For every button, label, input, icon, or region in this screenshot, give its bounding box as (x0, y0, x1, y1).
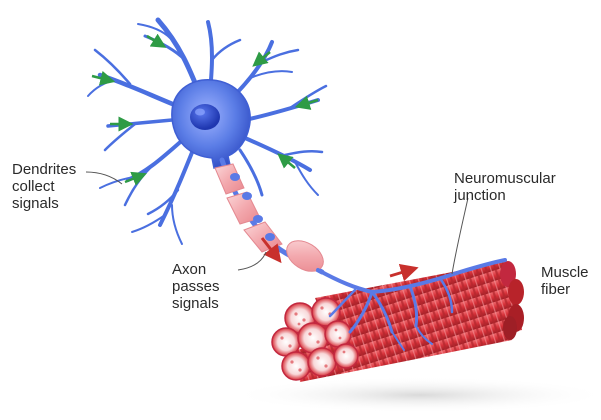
dendrites-label-line: collect (12, 178, 76, 195)
axon-label-line: signals (172, 295, 220, 312)
leader-lines (86, 172, 468, 274)
axon-label-line: Axon (172, 261, 220, 278)
muscle-shadow (230, 377, 601, 413)
green-arrow-icon (147, 36, 160, 44)
dendrites-label: Dendrites collect signals (12, 161, 76, 212)
nmj-label-line: Neuromuscular (454, 170, 556, 187)
axon-label: Axon passes signals (172, 261, 220, 312)
dendrites-label-line: signals (12, 195, 76, 212)
axon (215, 160, 329, 278)
muscle-fiber-bundle (272, 261, 524, 382)
nmj-label-line: junction (454, 187, 556, 204)
muscle-label-line: fiber (541, 281, 589, 298)
red-arrow-icon (390, 270, 410, 276)
nucleus (190, 104, 220, 130)
muscle-label-line: Muscle (541, 264, 589, 281)
neuromuscular-junction-label: Neuromuscular junction (454, 170, 556, 204)
axon-label-line: passes (172, 278, 220, 295)
dendrites-label-line: Dendrites (12, 161, 76, 178)
muscle-fiber-label: Muscle fiber (541, 264, 589, 298)
